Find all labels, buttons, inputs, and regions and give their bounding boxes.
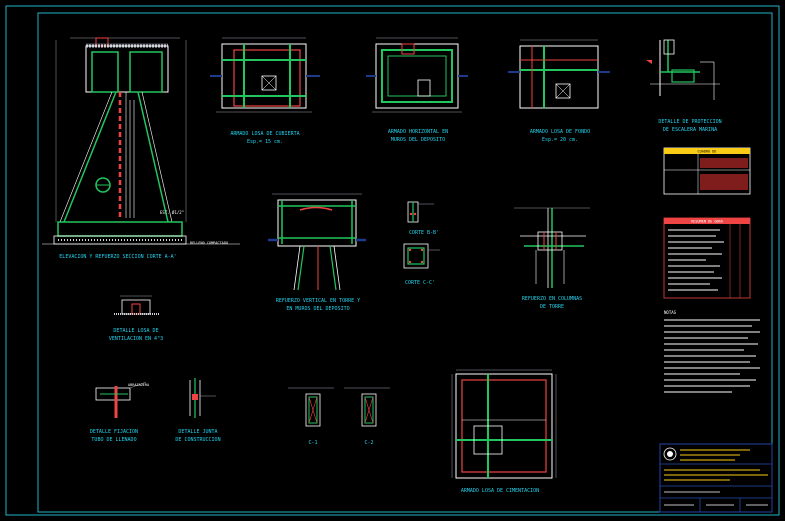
- c2-detail: [344, 387, 390, 427]
- seal-icon: [663, 447, 677, 461]
- label-ventilacion: DETALLE LOSA DE: [113, 328, 158, 334]
- tower-elevation: EST. Ø1/2" RELLENO COMPACTADO: [42, 37, 240, 245]
- columnas-detail: [514, 207, 590, 288]
- proteccion-detail: [646, 39, 720, 100]
- label-losa-fondo-esp: Esp.= 20 cm.: [542, 137, 578, 143]
- cimentacion-plan: [451, 369, 557, 479]
- label-junta-2: DE CONSTRUCCION: [175, 437, 220, 443]
- label-losa-cubierta-esp: Esp.= 15 cm.: [247, 139, 283, 145]
- label-proteccion: DETALLE DE PROTECCION: [658, 119, 721, 125]
- cuadro-title: CUADRO DE: [698, 150, 717, 154]
- label-muros-2: MUROS DEL DEPOSITO: [391, 137, 445, 143]
- label-corte-bb: CORTE B-B': [409, 230, 439, 236]
- resumen-title: RESUMEN DE OBRA: [691, 220, 724, 224]
- label-c2: C-2: [364, 440, 373, 446]
- label-fijacion: DETALLE FIJACION: [90, 429, 138, 435]
- label-junta: DETALLE JUNTA: [178, 429, 217, 435]
- label-muros: ARMADO HORIZONTAL EN: [388, 129, 448, 135]
- notas-title: NOTAS: [664, 310, 677, 315]
- label-ventilacion-2: VENTILACION EN 4"3: [109, 336, 163, 342]
- label-losa-cubierta: ARMADO LOSA DE CUBIERTA: [230, 131, 299, 137]
- svg-text:EST. Ø1/2": EST. Ø1/2": [160, 210, 184, 215]
- ventilacion-detail: [114, 295, 160, 315]
- outer-border: [5, 5, 780, 516]
- losa-cubierta-plan: [210, 37, 320, 113]
- label-columnas: REFUERZO EN COLUMNAS: [522, 296, 582, 302]
- label-c1: C-1: [308, 440, 317, 446]
- corte-cc-detail: [403, 243, 440, 269]
- losa-fondo-plan: [508, 39, 610, 109]
- c1-detail: [288, 387, 334, 427]
- label-corte-cc: CORTE C-C': [405, 280, 435, 286]
- label-losa-fondo: ARMADO LOSA DE FONDO: [530, 129, 590, 135]
- label-refuerzo-vertical-2: EN MUROS DEL DEPOSITO: [286, 306, 349, 312]
- label-proteccion-2: DE ESCALERA MARINA: [663, 127, 717, 133]
- fijacion-detail: ABRAZADERA: [95, 381, 150, 418]
- refuerzo-vertical-detail: [268, 193, 366, 291]
- label-cimentacion: ARMADO LOSA DE CIMENTACION: [461, 488, 539, 494]
- title-block: [659, 443, 773, 513]
- label-fijacion-2: TUBO DE LLENADO: [91, 437, 136, 443]
- svg-text:ABRAZADERA: ABRAZADERA: [128, 383, 150, 387]
- cuadro-table: [663, 147, 751, 195]
- label-refuerzo-vertical: REFUERZO VERTICAL EN TORRE Y: [276, 298, 360, 304]
- label-columnas-2: DE TORRE: [540, 304, 564, 310]
- muros-plan: [366, 37, 468, 113]
- svg-text:RELLENO COMPACTADO: RELLENO COMPACTADO: [190, 241, 228, 245]
- inner-border: [37, 12, 773, 513]
- junta-detail: [189, 378, 216, 418]
- corte-bb-detail: [407, 201, 434, 223]
- notas-block: [664, 319, 760, 393]
- label-elevacion: ELEVACION Y REFUERZO SECCION CORTE A-A': [59, 254, 176, 260]
- resumen-table: [663, 217, 751, 299]
